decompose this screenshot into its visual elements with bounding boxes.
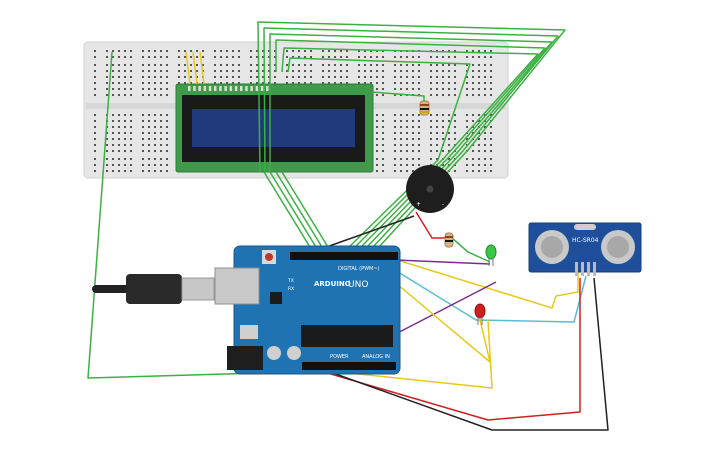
wire-yellow-trig [377, 253, 579, 309]
sensor-model-label: HC-SR04 [572, 237, 599, 244]
piezo-buzzer[interactable]: + - [406, 165, 454, 213]
buzzer-plus-label: + [416, 201, 421, 208]
arduino-uno[interactable]: ARDUINO UNO DIGITAL (PWM~) POWER ANALOG … [214, 245, 401, 375]
wires [87, 21, 609, 431]
resistor-buzzer[interactable] [444, 232, 454, 248]
wire-black-gnd [329, 277, 609, 431]
power-label: POWER [330, 354, 349, 360]
arduino-model: UNO [348, 280, 368, 290]
lcd-pin-header [188, 86, 269, 91]
buzzer-minus-label: - [442, 201, 444, 208]
led-green[interactable] [485, 244, 497, 266]
wire-yellow-top-3 [199, 51, 205, 85]
wire-yellow-top-2 [192, 51, 198, 85]
wire-green-buzzer-res [451, 237, 491, 263]
wire-green-gnd-loop [87, 51, 297, 379]
wire-green-lcd-d [281, 171, 332, 253]
rx-label: RX [288, 286, 294, 292]
lcd-display[interactable] [175, 83, 374, 173]
wire-green-lcd-b [269, 171, 320, 253]
analog-in-label: ANALOG IN [362, 354, 390, 360]
ultrasonic-sensor[interactable]: HC-SR04 [528, 222, 642, 276]
wire-green-res [371, 91, 425, 101]
usb-cable [92, 274, 215, 304]
wire-black-buzzer [317, 215, 415, 251]
digital-pwm-label: DIGITAL (PWM~) [338, 266, 380, 272]
wire-red-vcc [323, 278, 581, 421]
wire-green-lcd-a [263, 171, 314, 253]
wire-yellow-bottom [319, 319, 493, 389]
tx-label: TX [287, 278, 294, 284]
resistor-lcd[interactable] [419, 100, 430, 116]
sensor-pins [575, 262, 596, 276]
led-red[interactable] [474, 303, 486, 325]
wire-yellow-top-1 [185, 51, 191, 85]
arduino-logo: ARDUINO [314, 280, 351, 288]
wire-green-lcd-c [275, 171, 326, 253]
wire-red-buzzer [415, 211, 446, 239]
